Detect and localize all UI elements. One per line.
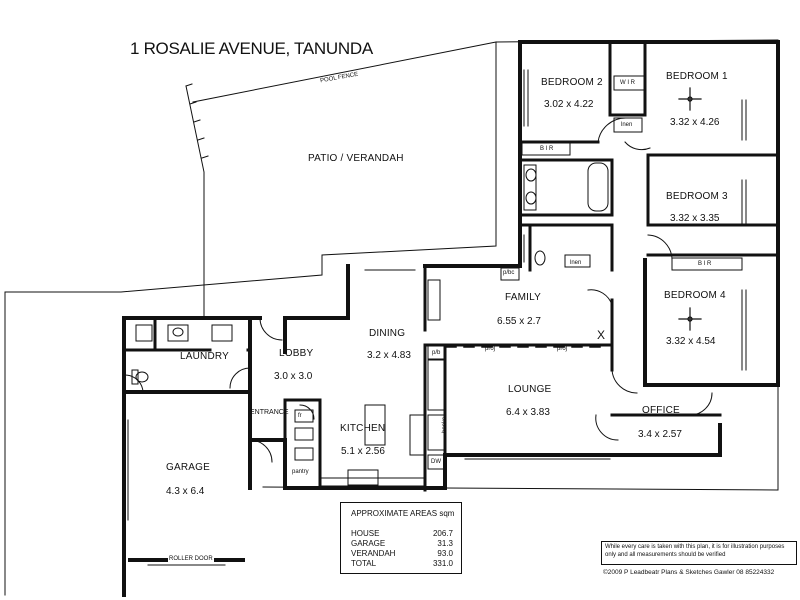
bathroom-fixtures <box>131 162 609 385</box>
office-dimensions: 3.4 x 2.57 <box>638 429 682 440</box>
lobby-label: LOBBY <box>279 348 314 359</box>
kitchen-dimensions: 5.1 x 2.56 <box>341 446 385 457</box>
dw-label: DW <box>431 459 441 465</box>
roller-door-label: ROLLER DOOR <box>168 556 214 562</box>
ceiling-fans <box>678 87 702 331</box>
proj-label-2: proj <box>557 346 568 352</box>
entrance-label: ENTRANCE <box>250 409 289 416</box>
books-label: books <box>442 416 449 434</box>
pbc-label: p/bc <box>503 270 515 276</box>
bedroom-3-label: BEDROOM 3 <box>666 191 728 202</box>
garage-dimensions: 4.3 x 6.4 <box>166 486 205 497</box>
kitchen-fixtures <box>294 267 520 487</box>
fridge-label: fr <box>298 413 302 419</box>
proj-label-1: proj <box>485 346 496 352</box>
robes <box>521 75 743 271</box>
copyright: ©2009 P Leadbeatr Plans & Sketches Gawle… <box>603 569 775 576</box>
x-mark: X <box>597 328 606 342</box>
garage-label: GARAGE <box>166 462 210 473</box>
lounge-dimensions: 6.4 x 3.83 <box>506 407 550 418</box>
area-name: HOUSE <box>351 529 380 538</box>
bedroom-2-dimensions: 3.02 x 4.22 <box>544 99 594 110</box>
internal-walls <box>122 40 780 492</box>
pantry-label: pantry <box>292 469 309 475</box>
area-value: 331.0 <box>432 559 453 568</box>
kitchen-label: KITCHEN <box>340 423 386 434</box>
areas-table: APPROXIMATE AREAS sqm HOUSE 206.7 GARAGE… <box>340 502 462 574</box>
patio-label: PATIO / VERANDAH <box>308 153 404 164</box>
bedroom-1-label: BEDROOM 1 <box>666 71 728 82</box>
areas-row: GARAGE 31.3 <box>351 539 453 548</box>
linen-label-2: lnen <box>570 260 582 266</box>
page-title: 1 ROSALIE AVENUE, TANUNDA <box>130 39 373 58</box>
office-label: OFFICE <box>642 405 680 416</box>
bedroom-4-label: BEDROOM 4 <box>664 290 726 301</box>
area-name: TOTAL <box>351 559 377 568</box>
bedroom-1-dimensions: 3.32 x 4.26 <box>670 117 720 128</box>
disclaimer: While every care is taken with this plan… <box>601 541 797 565</box>
site-boundary <box>4 39 779 596</box>
areas-row: VERANDAH 93.0 <box>351 549 453 558</box>
linen-label-1: lnen <box>621 122 633 128</box>
area-name: GARAGE <box>351 539 386 548</box>
bir-label-1: B I R <box>540 146 554 152</box>
lounge-label: LOUNGE <box>508 384 552 395</box>
area-name: VERANDAH <box>351 549 396 558</box>
areas-heading: APPROXIMATE AREAS sqm <box>351 509 455 518</box>
windows <box>123 69 747 566</box>
dining-dimensions: 3.2 x 4.83 <box>367 350 411 361</box>
laundry-label: LAUNDRY <box>180 351 230 362</box>
area-value: 31.3 <box>437 539 453 548</box>
bedroom-4-dimensions: 3.32 x 4.54 <box>666 336 716 347</box>
area-value: 93.0 <box>437 549 453 558</box>
doors <box>124 117 713 463</box>
bedroom-3-dimensions: 3.32 x 3.35 <box>670 213 720 224</box>
bedroom-2-label: BEDROOM 2 <box>541 77 603 88</box>
bir-label-3: B I R <box>698 261 712 267</box>
dining-label: DINING <box>369 328 406 339</box>
pb-label: p/b <box>432 350 441 356</box>
areas-row: TOTAL 331.0 <box>351 559 453 568</box>
areas-row: HOUSE 206.7 <box>351 529 453 538</box>
pool-fence <box>185 85 205 319</box>
area-value: 206.7 <box>432 529 453 538</box>
wir-label: W I R <box>620 80 635 86</box>
family-dimensions: 6.55 x 2.7 <box>497 316 541 327</box>
family-label: FAMILY <box>505 292 542 303</box>
lobby-dimensions: 3.0 x 3.0 <box>274 371 313 382</box>
